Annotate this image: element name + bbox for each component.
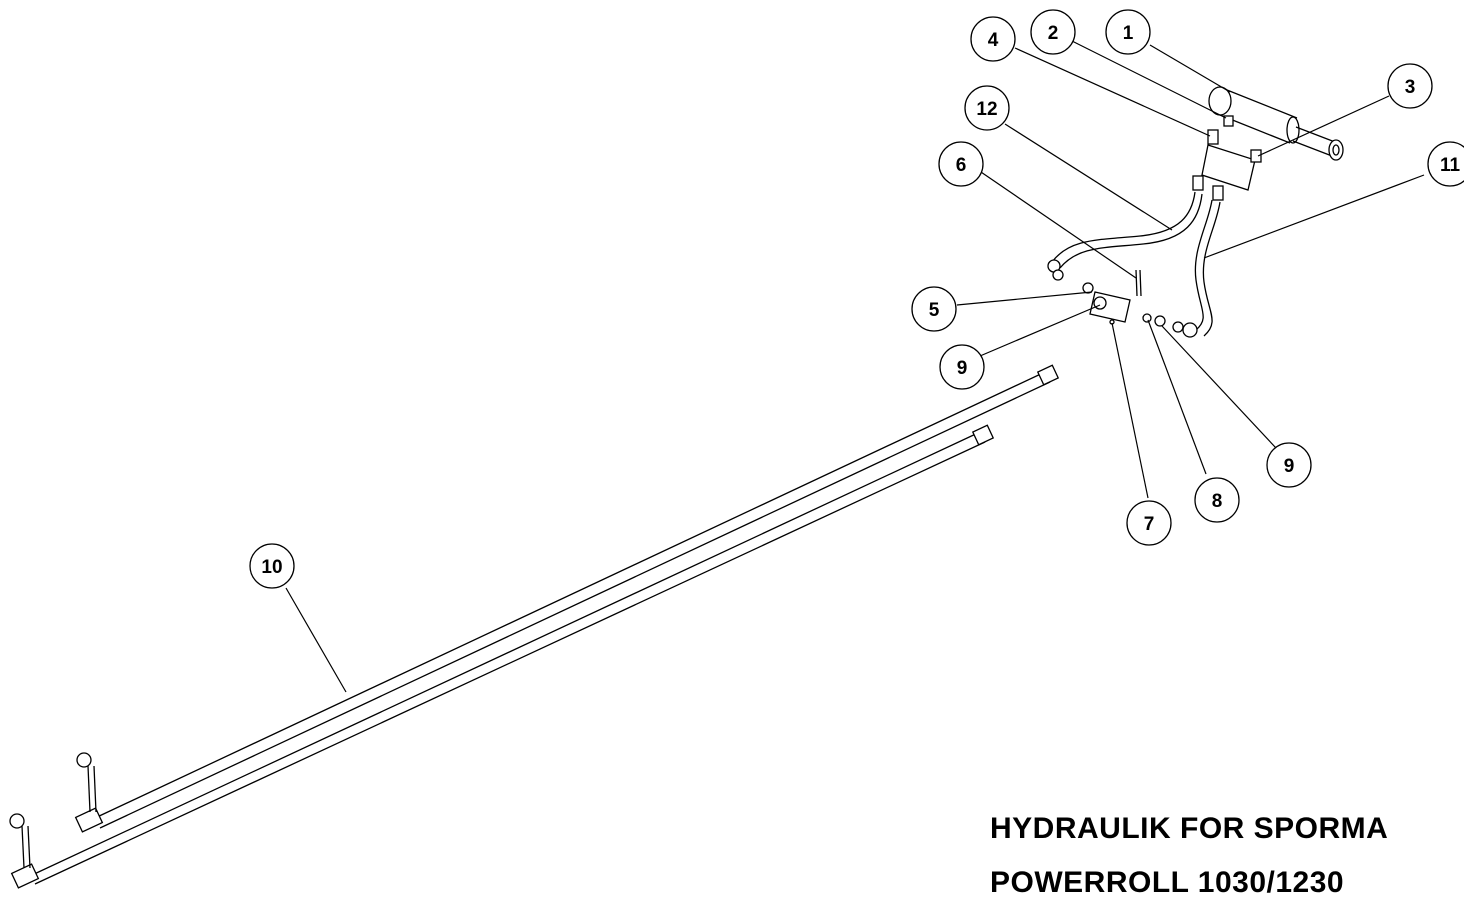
hydraulic-pipes [9,364,1060,889]
drawing-subtitle: POWERROLL 1030/1230 [990,866,1345,899]
svg-text:2: 2 [1048,23,1059,44]
svg-text:11: 11 [1440,155,1461,176]
svg-text:3: 3 [1405,77,1416,98]
svg-text:7: 7 [1144,514,1155,535]
callout-9a: 9 [939,344,985,390]
svg-text:9: 9 [957,358,968,379]
callout-11: 11 [1427,141,1464,187]
callout-4: 4 [970,16,1016,62]
drawing-title: HYDRAULIK FOR SPORMA [990,812,1389,845]
callout-1: 1 [1105,9,1151,55]
svg-text:4: 4 [988,30,999,51]
callout-7: 7 [1126,500,1172,546]
svg-text:12: 12 [976,99,997,120]
callout-9b: 9 [1266,442,1312,488]
svg-text:1: 1 [1123,23,1134,44]
leader-lines [285,40,1425,693]
hydraulic-hoses [1047,191,1221,338]
svg-text:8: 8 [1212,491,1223,512]
callout-8: 8 [1194,477,1240,523]
callout-12: 12 [964,85,1010,131]
callout-6: 6 [938,141,984,187]
callout-5: 5 [911,286,957,332]
svg-text:6: 6 [956,155,967,176]
callouts: 1 2 3 4 5 6 7 8 [249,9,1464,589]
svg-text:5: 5 [929,300,940,321]
callout-10: 10 [249,543,295,589]
callout-3: 3 [1387,63,1433,109]
svg-text:10: 10 [261,557,282,578]
hydraulic-cylinder [1192,86,1344,201]
callout-2: 2 [1030,9,1076,55]
valve-fittings [1082,269,1166,327]
svg-text:9: 9 [1284,456,1295,477]
